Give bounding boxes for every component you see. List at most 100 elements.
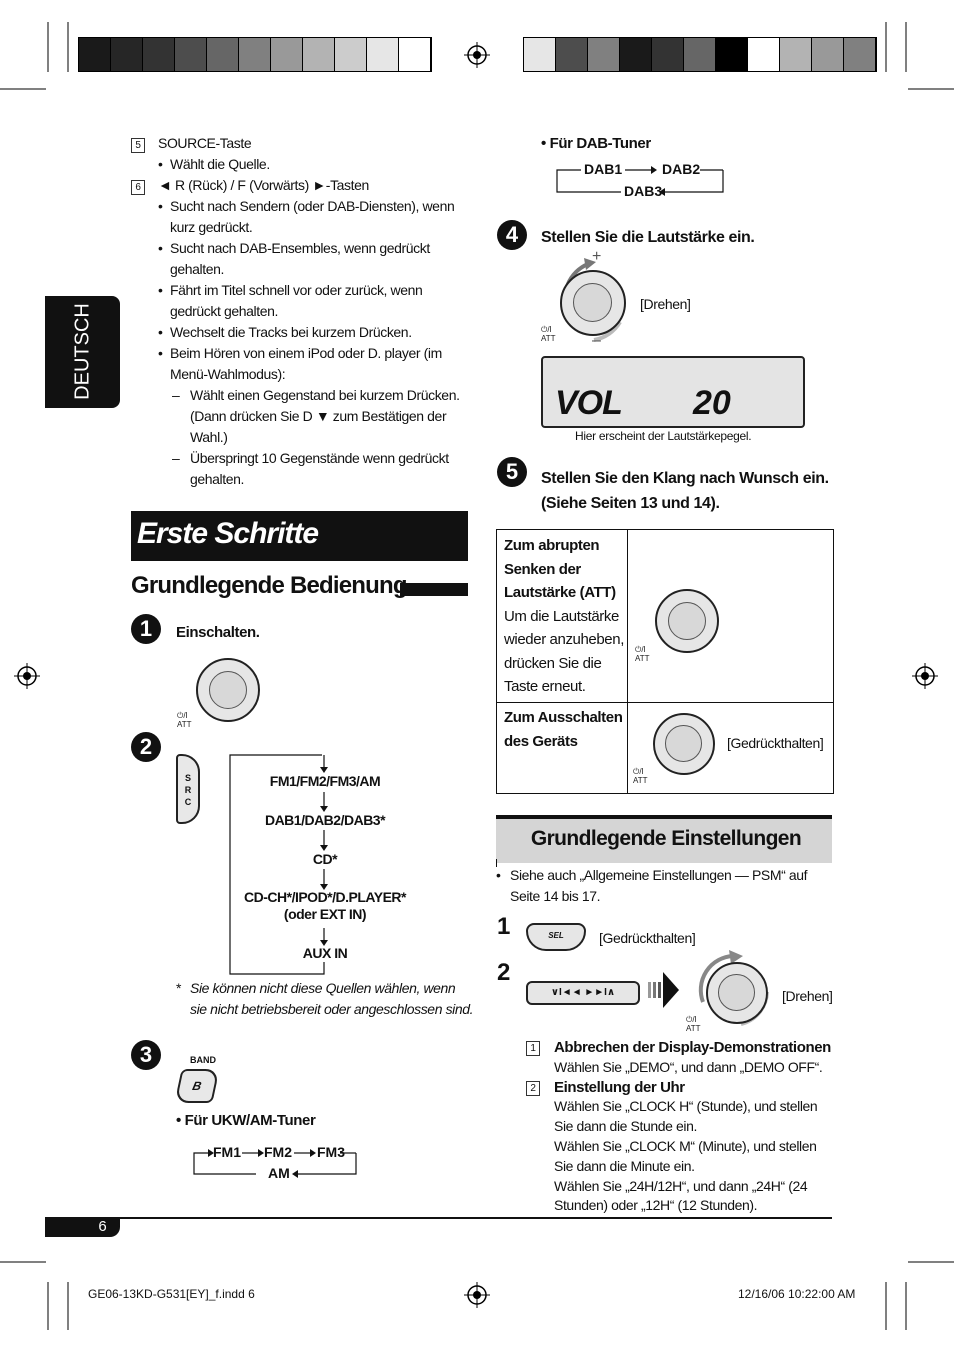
color-swatch bbox=[207, 38, 239, 71]
sel-button[interactable]: SEL bbox=[526, 923, 586, 951]
plus-label: + bbox=[592, 248, 602, 265]
sub-number: 1 bbox=[526, 1041, 540, 1056]
page-number-tab: 6 bbox=[45, 1217, 120, 1237]
power-label: ⏻/I bbox=[635, 645, 646, 654]
settings-bullet: Siehe auch „Allgemeine Einstellungen — P… bbox=[510, 867, 808, 904]
demo-title: Abbrechen der Display-Demonstrationen bbox=[554, 1039, 831, 1056]
minus-label: – bbox=[592, 332, 601, 349]
step-4-number: 4 bbox=[497, 220, 527, 250]
color-swatch bbox=[748, 38, 780, 71]
src-letter: R bbox=[184, 785, 192, 795]
arrow-down-icon bbox=[320, 767, 328, 773]
registration-mark-right bbox=[912, 663, 938, 689]
color-swatch bbox=[716, 38, 748, 71]
skip-buttons[interactable]: ∨I◄◄ ►►I∧ bbox=[526, 981, 640, 1005]
registration-mark-top bbox=[464, 42, 490, 68]
drehen-label: [Drehen] bbox=[640, 296, 691, 312]
step-1-label: Einschalten. bbox=[176, 624, 260, 641]
dab-title: Für DAB-Tuner bbox=[549, 135, 652, 152]
ukw-fm3: FM3 bbox=[317, 1144, 345, 1160]
next-arrow-icon bbox=[648, 972, 679, 1008]
clock-text-1: Wählen Sie „CLOCK H“ (Stunde), und stell… bbox=[554, 1098, 818, 1135]
source-fm: FM1/FM2/FM3/AM bbox=[269, 773, 381, 789]
step-4-label: Stellen Sie die Lautstärke ein. bbox=[541, 229, 755, 246]
settings-step-2: 2 bbox=[497, 959, 511, 986]
att-label: ATT bbox=[686, 1024, 701, 1033]
sub-number: 2 bbox=[526, 1080, 540, 1096]
step-5-number: 5 bbox=[497, 457, 527, 487]
rf-subdesc-1: Wählt einen Gegenstand bei kurzem Drücke… bbox=[190, 387, 460, 445]
volume-knob[interactable] bbox=[560, 270, 626, 336]
band-button[interactable]: B bbox=[174, 1069, 220, 1103]
ukw-fm2: FM2 bbox=[264, 1144, 292, 1160]
rf-keys-title: ◄ R (Rück) / F (Vorwärts) ►-Tasten bbox=[158, 177, 369, 193]
source-cycle-lines bbox=[229, 754, 325, 975]
rf-desc-5: Beim Hören von einem iPod oder D. player… bbox=[170, 345, 442, 382]
footnote-text: Sie können nicht diese Quellen wählen, w… bbox=[190, 980, 474, 1017]
subsection-bar bbox=[400, 583, 468, 596]
rf-desc-4: Wechselt die Tracks bei kurzem Drücken. bbox=[170, 324, 412, 340]
color-swatch bbox=[303, 38, 335, 71]
att-label: ATT bbox=[541, 334, 556, 343]
rf-desc-3: Fährt im Titel schnell vor oder zurück, … bbox=[170, 282, 423, 319]
power-knob[interactable] bbox=[196, 658, 260, 722]
sel-button-label: SEL bbox=[548, 931, 564, 940]
drehen-label: [Drehen] bbox=[782, 988, 833, 1004]
function-table: Zum abrupten Senken der Lautstärke (ATT)… bbox=[496, 529, 834, 794]
step-2-number: 2 bbox=[131, 732, 161, 762]
src-letter: C bbox=[184, 797, 192, 807]
arrow-down-icon bbox=[320, 845, 328, 851]
lcd-caption: Hier erscheint der Lautstärkepegel. bbox=[575, 429, 752, 443]
color-swatch bbox=[780, 38, 812, 71]
language-tab-label: DEUTSCH bbox=[71, 303, 94, 400]
color-swatch bbox=[143, 38, 175, 71]
footer-file: GE06-13KD-G531[EY]_f.indd 6 bbox=[88, 1287, 255, 1301]
clock-title: Einstellung der Uhr bbox=[554, 1078, 685, 1096]
registration-mark-left bbox=[14, 663, 40, 689]
source-cdch: CD-CH*/IPOD*/D.PLAYER* bbox=[244, 889, 406, 905]
source-aux: AUX IN bbox=[302, 945, 348, 961]
settings-banner: Grundlegende Einstellungen bbox=[496, 815, 832, 863]
att-knob[interactable] bbox=[655, 589, 719, 653]
lcd-display: VOL 20 bbox=[541, 356, 805, 428]
item-number: 6 bbox=[131, 180, 145, 195]
source-key-title: SOURCE-Taste bbox=[158, 135, 252, 151]
ukw-cycle-lines bbox=[193, 1149, 357, 1178]
source-key-desc: Wählt die Quelle. bbox=[170, 156, 270, 172]
att-label: ATT bbox=[177, 720, 192, 729]
color-swatch bbox=[271, 38, 303, 71]
section-title: Erste Schritte bbox=[137, 517, 319, 550]
off-row-title: Zum Ausschalten des Geräts bbox=[504, 709, 623, 750]
color-swatch bbox=[367, 38, 399, 71]
setting-knob[interactable] bbox=[706, 962, 768, 1024]
color-swatch bbox=[524, 38, 556, 71]
band-button-label: B bbox=[191, 1079, 203, 1093]
lcd-vol: VOL bbox=[555, 384, 623, 422]
source-extin: (oder EXT IN) bbox=[283, 906, 367, 922]
source-cd: CD* bbox=[312, 851, 338, 867]
band-label: BAND bbox=[190, 1055, 216, 1065]
arrow-down-icon bbox=[320, 884, 328, 890]
clock-text-3: Wählen Sie „24H/12H“, und dann „24H“ (24… bbox=[554, 1177, 808, 1214]
step-3-number: 3 bbox=[131, 1040, 161, 1070]
skip-buttons-label: ∨I◄◄ ►►I∧ bbox=[550, 987, 616, 998]
color-swatch bbox=[620, 38, 652, 71]
color-swatch bbox=[844, 38, 876, 71]
off-knob[interactable] bbox=[653, 713, 715, 775]
att-label: ATT bbox=[633, 776, 648, 785]
color-swatch bbox=[399, 38, 431, 71]
power-label: ⏻/I bbox=[177, 711, 188, 720]
color-swatch bbox=[556, 38, 588, 71]
src-button[interactable]: S R C bbox=[176, 754, 200, 824]
arrow-down-icon bbox=[320, 806, 328, 812]
ukw-fm1: FM1 bbox=[213, 1144, 241, 1160]
item-number: 5 bbox=[131, 138, 145, 153]
step-5-label: Stellen Sie den Klang nach Wunsch ein. (… bbox=[541, 470, 829, 512]
rf-desc-1: Sucht nach Sendern (oder DAB-Diensten), … bbox=[170, 198, 455, 235]
dab-cycle-lines bbox=[556, 166, 724, 196]
color-swatch bbox=[79, 38, 111, 71]
ukw-title: Für UKW/AM-Tuner bbox=[184, 1112, 316, 1129]
registration-mark-bottom bbox=[464, 1282, 490, 1308]
lcd-num: 20 bbox=[693, 384, 731, 422]
